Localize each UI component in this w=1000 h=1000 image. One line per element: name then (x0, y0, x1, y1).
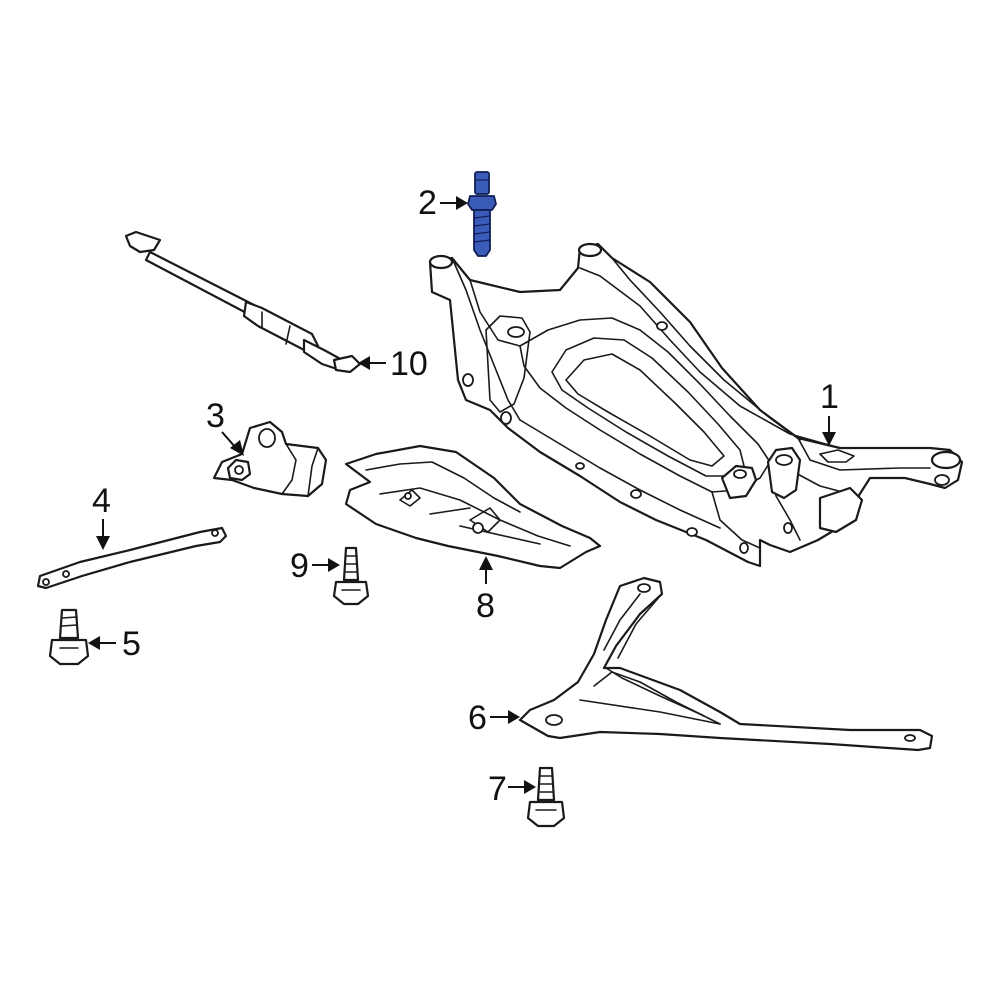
arrowhead-6 (508, 710, 520, 724)
lower-brace[interactable] (518, 576, 934, 752)
arrowhead-5 (88, 636, 100, 650)
callout-2: 2 (418, 184, 468, 222)
callout-9: 9 (290, 547, 340, 585)
callout-label-7: 7 (488, 770, 507, 808)
callout-label-5: 5 (122, 625, 141, 663)
callout-6: 6 (468, 699, 520, 737)
arrowhead-7 (524, 780, 536, 794)
callout-10: 10 (358, 345, 428, 383)
subframe[interactable] (428, 242, 964, 568)
callout-label-10: 10 (390, 345, 428, 383)
callout-5: 5 (88, 625, 141, 663)
bolt-7[interactable] (526, 766, 566, 828)
callout-label-1: 1 (820, 378, 839, 416)
arrowhead-10 (358, 356, 370, 370)
arrowhead-1 (822, 432, 836, 446)
callout-8: 8 (476, 556, 495, 625)
callout-4: 4 (92, 482, 111, 550)
callout-label-9: 9 (290, 547, 309, 585)
mount-bracket[interactable] (212, 420, 328, 498)
callout-1: 1 (820, 378, 839, 446)
callout-3: 3 (206, 397, 244, 456)
under-cover[interactable] (344, 444, 602, 570)
arrowhead-9 (328, 558, 340, 572)
arrowhead-8 (479, 556, 493, 570)
mounting-bolt-highlighted[interactable] (467, 171, 497, 257)
bolt-5[interactable] (48, 608, 90, 666)
callout-label-3: 3 (206, 397, 225, 435)
brace-strip[interactable] (36, 526, 228, 590)
callout-label-4: 4 (92, 482, 111, 520)
arrowhead-4 (96, 536, 110, 550)
callout-label-2: 2 (418, 184, 437, 222)
callout-7: 7 (488, 770, 536, 808)
bolt-9[interactable] (332, 546, 370, 606)
arrowhead-2 (456, 196, 468, 210)
callout-label-6: 6 (468, 699, 487, 737)
callout-label-8: 8 (476, 587, 495, 625)
arrowhead-3 (230, 440, 244, 456)
strut-rod[interactable] (124, 230, 362, 374)
